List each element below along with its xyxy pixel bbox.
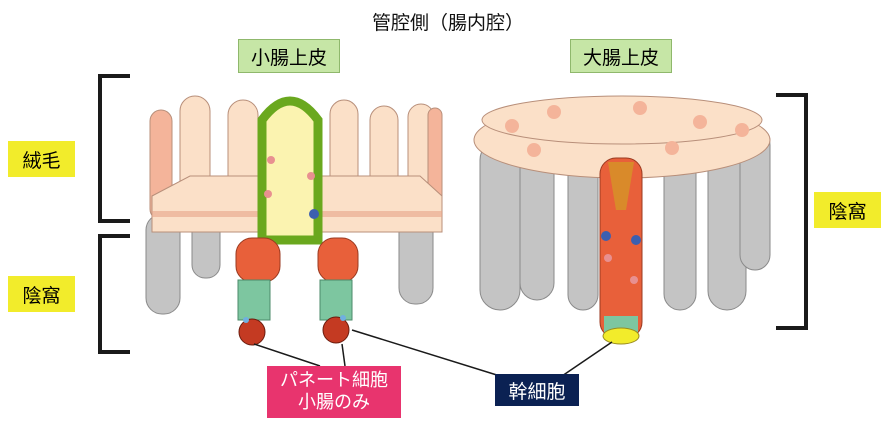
large-intestine-epithelium-label: 大腸上皮	[570, 39, 672, 73]
villus-bracket	[100, 76, 130, 221]
small-intestine-central-villus	[262, 101, 319, 240]
lumen-side-title: 管腔側（腸内腔）	[372, 8, 524, 35]
crypt-label-right: 陰窩	[814, 192, 881, 228]
large-intestine-central-crypt	[600, 158, 642, 344]
paneth-cell-label: パネート細胞 小腸のみ	[267, 366, 401, 418]
crypt-bracket-left	[100, 236, 130, 352]
small-intestine-epithelium-label: 小腸上皮	[238, 39, 340, 73]
crypt-bracket-right	[776, 95, 806, 328]
small-intestine-crypt-left	[236, 238, 280, 345]
stem-cell-label: 幹細胞	[495, 374, 579, 406]
crypt-label-left: 陰窩	[8, 276, 75, 312]
paneth-label-line2: 小腸のみ	[298, 392, 370, 414]
paneth-label-line1: パネート細胞	[280, 370, 388, 392]
villus-label: 絨毛	[8, 141, 75, 177]
small-intestine-crypt-right	[318, 238, 358, 343]
